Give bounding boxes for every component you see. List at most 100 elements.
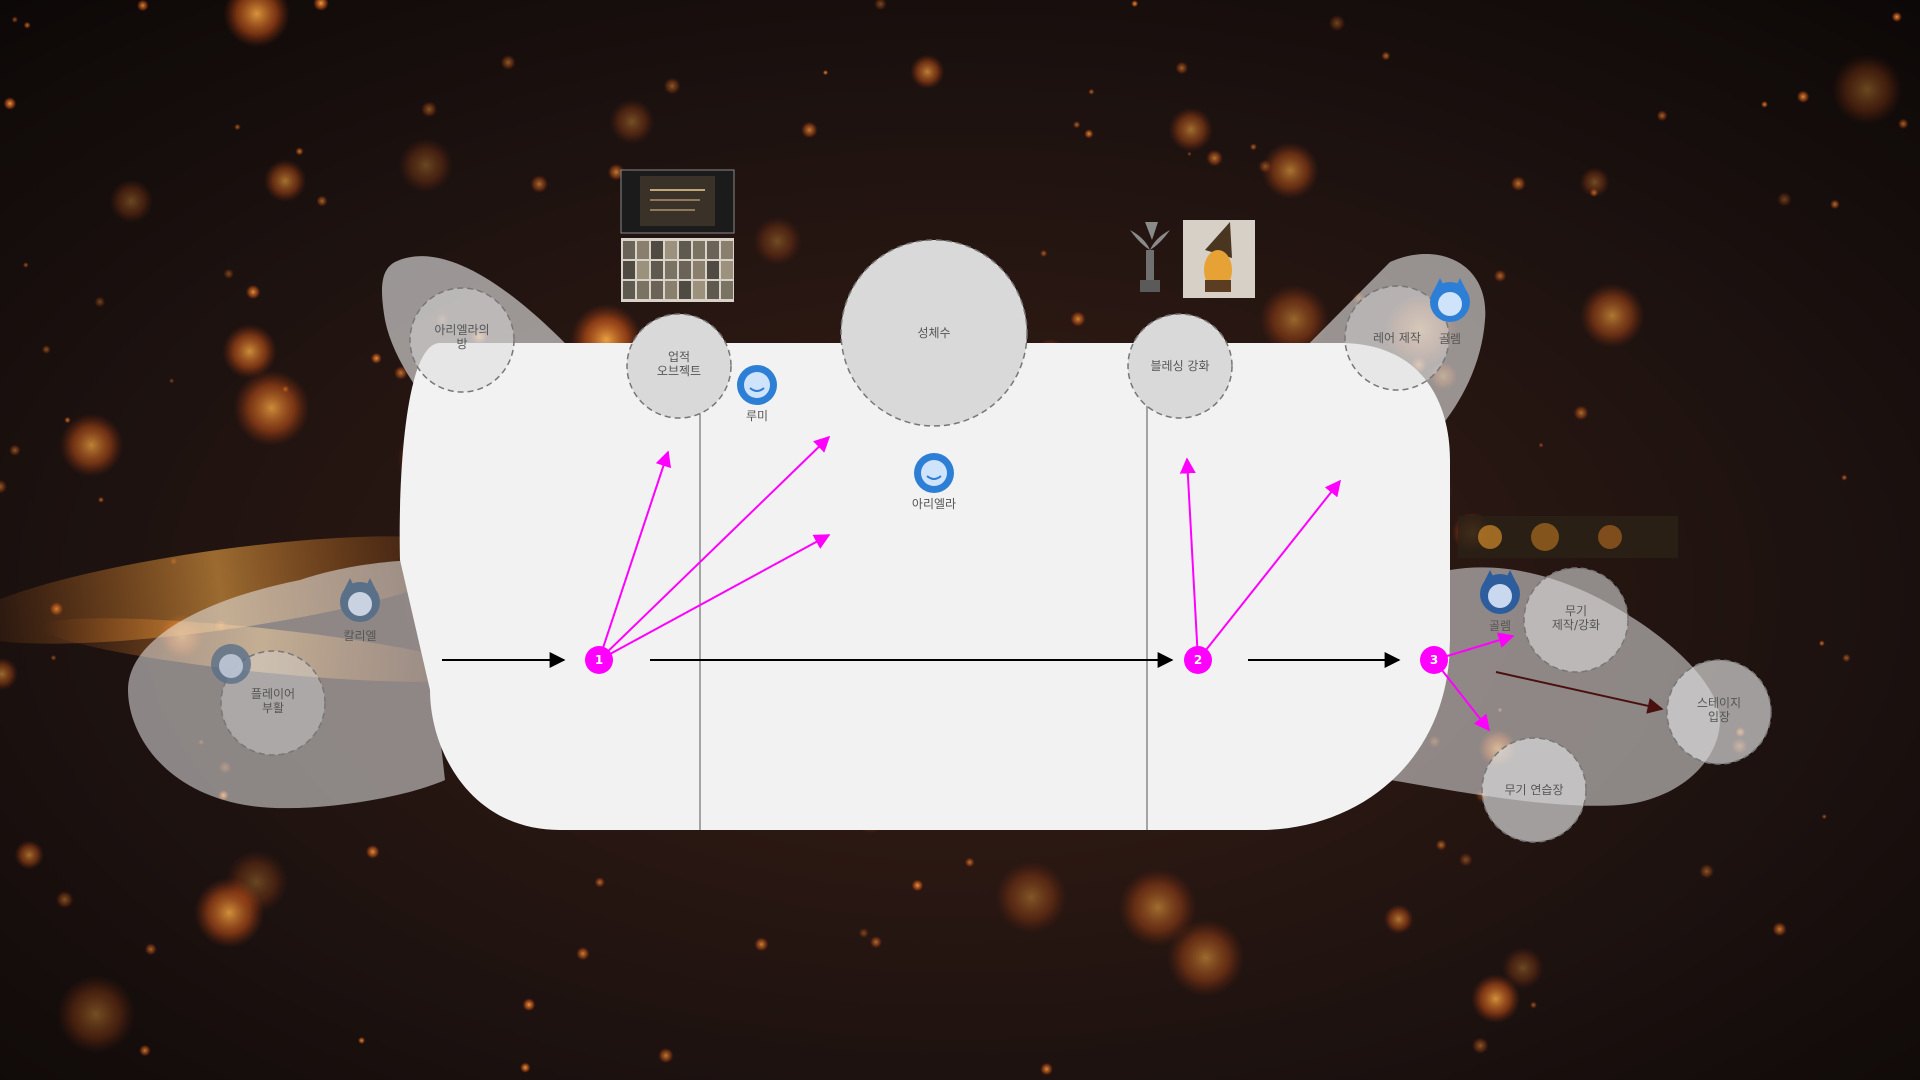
svg-text:레어 제작: 레어 제작 bbox=[1373, 331, 1421, 345]
thumbnail-item bbox=[623, 261, 635, 279]
svg-text:3: 3 bbox=[1430, 653, 1438, 667]
avatar-golem-right: 골렘 bbox=[1480, 570, 1520, 633]
ember-particle bbox=[1040, 249, 1048, 258]
thumbnail-item bbox=[665, 281, 677, 299]
thumbnail-item bbox=[693, 261, 705, 279]
ember-particle bbox=[874, 0, 887, 11]
ember-particle bbox=[530, 175, 549, 193]
ember-particle bbox=[94, 296, 106, 308]
thumbnail-item bbox=[623, 241, 635, 259]
thumbnail-item bbox=[679, 281, 691, 299]
ember-particle bbox=[59, 413, 124, 477]
ember-particle bbox=[1261, 142, 1319, 200]
ember-particle bbox=[1529, 1001, 1538, 1009]
ember-particle bbox=[822, 69, 829, 76]
node-holy-water: 성체수 bbox=[840, 239, 1028, 427]
thumbnail-item bbox=[707, 281, 719, 299]
thumbnail-item bbox=[721, 241, 733, 259]
ember-particle bbox=[14, 840, 44, 870]
thumbnail-item bbox=[665, 261, 677, 279]
ember-particle bbox=[801, 121, 818, 139]
ember-particle bbox=[0, 657, 18, 691]
ember-particle bbox=[1841, 474, 1848, 481]
ember-particle bbox=[1579, 167, 1610, 198]
achievement-items-thumbnail bbox=[621, 238, 734, 302]
ember-particle bbox=[1830, 199, 1840, 210]
ember-particle bbox=[136, 0, 149, 12]
ember-particle bbox=[3, 97, 17, 110]
thumbnail-item bbox=[637, 281, 649, 299]
ember-particle bbox=[233, 370, 310, 446]
angel-statue-thumbnail bbox=[1130, 222, 1170, 292]
ember-particle bbox=[1206, 149, 1223, 167]
ember-particle bbox=[234, 123, 241, 131]
thumbnail-item bbox=[665, 241, 677, 259]
marker-3: 3 bbox=[1420, 646, 1448, 674]
ember-particle bbox=[754, 937, 769, 952]
thumbnail-item bbox=[623, 281, 635, 299]
ember-particle bbox=[911, 879, 924, 892]
ember-particle bbox=[50, 654, 57, 661]
ember-particle bbox=[23, 21, 31, 29]
ember-particle bbox=[41, 345, 51, 354]
ember-particle bbox=[370, 352, 382, 364]
svg-text:성체수: 성체수 bbox=[917, 326, 950, 340]
ember-particle bbox=[144, 943, 157, 956]
ember-particle bbox=[1381, 51, 1391, 61]
ember-particle bbox=[576, 946, 590, 961]
ember-particle bbox=[858, 927, 869, 939]
ember-particle bbox=[1328, 14, 1346, 32]
ember-particle bbox=[139, 1044, 151, 1057]
weapon-area-lobe bbox=[1390, 567, 1720, 806]
svg-text:아리엘라: 아리엘라 bbox=[912, 497, 956, 511]
ember-particle bbox=[1796, 90, 1810, 104]
svg-text:블레싱 강화: 블레싱 강화 bbox=[1150, 359, 1209, 373]
ember-particle bbox=[1656, 110, 1668, 122]
ember-particle bbox=[421, 101, 438, 118]
ember-particle bbox=[522, 998, 536, 1012]
thumbnail-item bbox=[707, 241, 719, 259]
forge-thumbnail-strip bbox=[1458, 516, 1678, 558]
ember-particle bbox=[358, 1036, 366, 1045]
avatar-golem-top: 골렘 bbox=[1430, 278, 1470, 346]
ember-particle bbox=[109, 179, 154, 224]
ember-particle bbox=[1573, 405, 1589, 421]
ember-particle bbox=[1167, 919, 1245, 997]
ember-particle bbox=[1699, 863, 1715, 879]
ember-particle bbox=[11, 16, 19, 23]
ember-particle bbox=[1088, 88, 1095, 95]
witch-figure-thumbnail bbox=[1183, 220, 1255, 298]
ember-particle bbox=[663, 77, 681, 95]
ember-particle bbox=[0, 479, 8, 494]
ember-particle bbox=[316, 195, 328, 207]
ember-particle bbox=[1818, 640, 1825, 647]
thumbnail-item bbox=[693, 281, 705, 299]
fire-flare bbox=[0, 536, 478, 644]
ember-particle bbox=[607, 163, 625, 181]
ember-particle bbox=[1459, 852, 1473, 867]
ember-particle bbox=[1472, 1037, 1489, 1054]
ember-particle bbox=[1831, 54, 1903, 126]
ember-particle bbox=[1040, 1062, 1053, 1076]
achievement-ui-thumbnail bbox=[620, 169, 735, 234]
ember-particle bbox=[1131, 0, 1139, 8]
svg-text:루미: 루미 bbox=[746, 409, 768, 423]
avatar-player bbox=[211, 644, 251, 684]
branch-arrows bbox=[598, 435, 1515, 732]
ember-particle bbox=[22, 262, 29, 268]
ember-particle bbox=[1589, 188, 1599, 198]
ember-particle bbox=[1510, 176, 1526, 192]
ember-particle bbox=[1761, 100, 1768, 108]
ember-particle bbox=[223, 0, 291, 48]
ember-particle bbox=[1821, 813, 1828, 820]
thumbnail-item bbox=[637, 241, 649, 259]
ember-particle bbox=[658, 1047, 674, 1064]
svg-text:무기 연습장: 무기 연습장 bbox=[1504, 783, 1563, 797]
ember-particle bbox=[1258, 159, 1272, 174]
